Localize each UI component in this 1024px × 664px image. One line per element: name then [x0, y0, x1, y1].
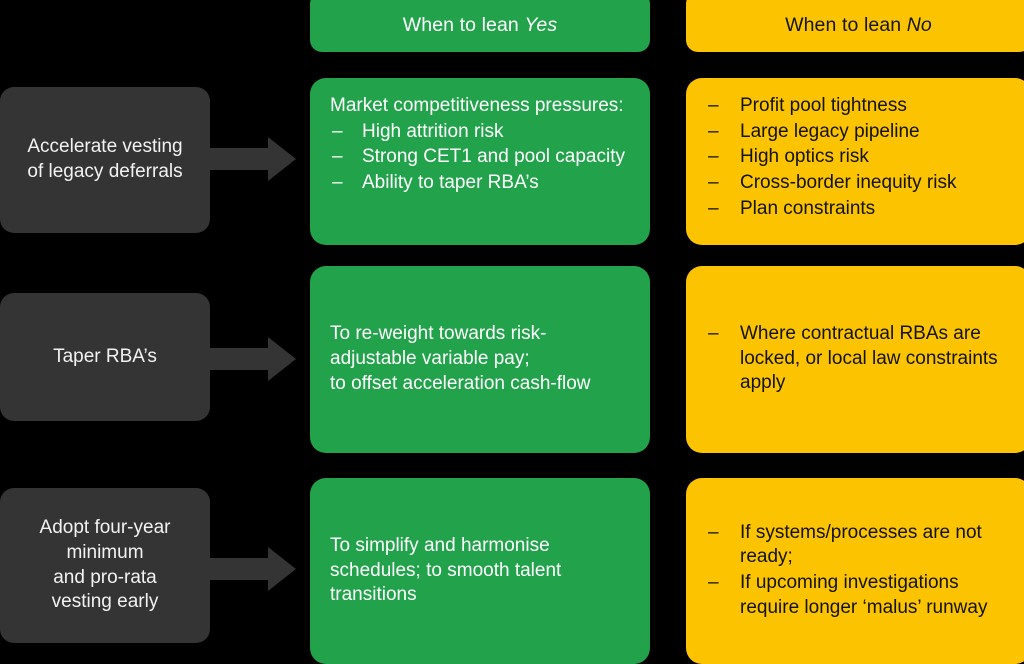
cell-paragraphs: To simplify and harmonise schedules; to …: [330, 534, 632, 608]
arrow-right-icon: [198, 546, 298, 592]
bullet-item: High attrition risk: [330, 120, 632, 145]
cell-paragraph: To re-weight towards risk-adjustable var…: [330, 323, 547, 370]
bullet-item: If upcoming investigations require longe…: [706, 571, 1013, 620]
arrow-right-icon: [198, 336, 298, 382]
cell-yes: To simplify and harmonise schedules; to …: [310, 478, 650, 664]
bullet-item: High optics risk: [706, 145, 1013, 170]
column-header-yes-emphasis: Yes: [524, 13, 558, 36]
column-header-no-prefix: When to lean: [785, 13, 907, 36]
bullet-item: If systems/processes are not ready;: [706, 521, 1013, 570]
bullet-item: Ability to taper RBA’s: [330, 171, 632, 196]
cell-no: If systems/processes are not ready;If up…: [686, 478, 1024, 664]
column-header-no-text: When to lean No: [785, 8, 932, 37]
cell-no: Profit pool tightnessLarge legacy pipeli…: [686, 78, 1024, 245]
cell-paragraph: to offset acceleration cash-flow: [330, 372, 591, 394]
cell-bullet-list: Where contractual RBAs are locked, or lo…: [706, 322, 1013, 397]
arrow-right-icon: [198, 136, 298, 182]
bullet-item: Cross-border inequity risk: [706, 171, 1013, 196]
bullet-item: Strong CET1 and pool capacity: [330, 145, 632, 170]
column-header-no-emphasis: No: [906, 13, 932, 36]
bullet-item: Profit pool tightness: [706, 94, 1013, 119]
bullet-item: Plan constraints: [706, 197, 1013, 222]
bullet-item: Where contractual RBAs are locked, or lo…: [706, 322, 1013, 396]
cell-paragraph: To simplify and harmonise schedules; to …: [330, 534, 562, 606]
column-header-yes: When to lean Yes: [310, 0, 650, 52]
column-header-yes-text: When to lean Yes: [403, 8, 557, 37]
cell-intro: Market competitiveness pressures:: [330, 95, 624, 116]
cell-bullet-list: If systems/processes are not ready;If up…: [706, 521, 1013, 622]
cell-paragraphs: To re-weight towards risk-adjustable var…: [330, 322, 632, 396]
cell-yes: Market competitiveness pressures: High a…: [310, 78, 650, 245]
cell-bullet-list: Profit pool tightnessLarge legacy pipeli…: [706, 94, 1013, 222]
cell-no: Where contractual RBAs are locked, or lo…: [686, 266, 1024, 453]
column-header-no: When to lean No: [686, 0, 1024, 52]
matrix-row: Taper RBA’s To re-weight towards risk-ad…: [0, 266, 1024, 453]
row-label-text: Taper RBA’s: [53, 345, 157, 367]
bullet-item: Large legacy pipeline: [706, 120, 1013, 145]
row-label-box: Taper RBA’s: [0, 293, 210, 421]
cell-yes: To re-weight towards risk-adjustable var…: [310, 266, 650, 453]
cell-bullet-list: High attrition riskStrong CET1 and pool …: [330, 120, 632, 197]
column-header-yes-prefix: When to lean: [402, 13, 525, 36]
